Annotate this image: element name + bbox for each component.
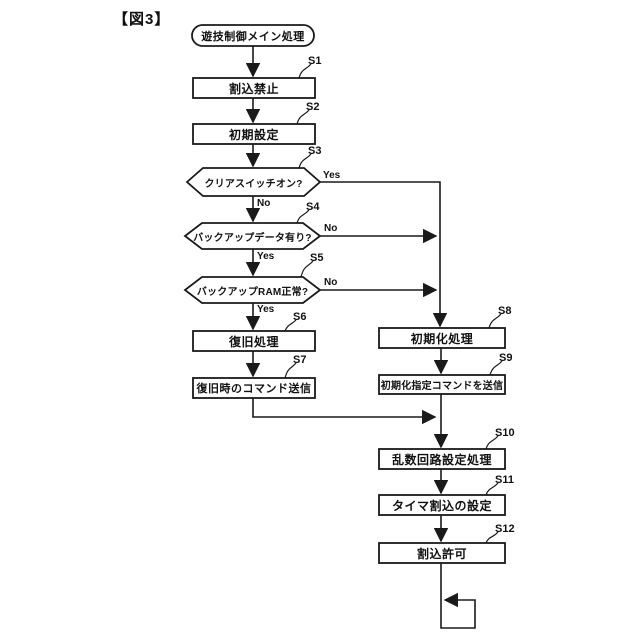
step-s6-id: S6: [293, 311, 307, 323]
step-s7-text: 復旧時のコマンド送信: [196, 383, 312, 395]
process-box-s1: [192, 77, 316, 99]
step-s5-id: S5: [310, 252, 324, 264]
process-box-s12: [378, 542, 506, 564]
terminal-start-label: 遊技制御メイン処理: [201, 30, 305, 43]
branch-s3-yes: Yes: [323, 170, 341, 181]
step-s3-text: クリアスイッチオン?: [204, 178, 303, 190]
process-box-s11: [378, 494, 506, 516]
connector-s3-s8-yes: [320, 181, 448, 328]
leader-s9: [489, 360, 503, 376]
step-s11-text: タイマ割込の設定: [391, 498, 492, 513]
process-box-s2: [192, 123, 316, 145]
step-s7-id: S7: [293, 354, 307, 366]
branch-s3-no: No: [257, 198, 271, 209]
step-s1-id: S1: [308, 55, 322, 67]
connector-main-loop: [440, 563, 476, 629]
branch-s5-yes: Yes: [257, 304, 275, 315]
step-s2-id: S2: [306, 101, 320, 113]
step-s5-text: バックアップRAM正常?: [196, 286, 309, 298]
step-s4-id: S4: [306, 201, 320, 213]
connector-s7-merge: [252, 398, 437, 425]
step-s4-text: バックアップデータ有り?: [193, 232, 312, 244]
leader-s12: [485, 531, 499, 544]
leader-s2: [296, 109, 310, 125]
figure-label: 【図3】: [113, 11, 171, 28]
step-s10-id: S10: [495, 427, 515, 439]
step-s2-text: 初期設定: [228, 127, 279, 142]
leader-s5: [300, 260, 314, 278]
process-box-s6: [192, 330, 316, 352]
branch-s5-no: No: [324, 277, 338, 288]
step-s10-text: 乱数回路設定処理: [391, 452, 492, 467]
process-box-s10: [378, 448, 506, 470]
leader-s3: [298, 153, 312, 169]
branch-s4-no: No: [324, 223, 338, 234]
step-s9-id: S9: [499, 352, 513, 364]
process-box-s8: [378, 327, 506, 349]
process-box-s9: [378, 374, 506, 395]
connector-group: [245, 46, 476, 629]
leader-s10: [485, 435, 499, 450]
decision-hex-s4: [183, 222, 322, 250]
leader-s7: [284, 362, 297, 379]
step-s8-id: S8: [498, 305, 512, 317]
leader-s6: [284, 319, 297, 332]
step-s8-text: 初期化処理: [410, 331, 474, 346]
terminal-start-shape: [191, 24, 315, 47]
leader-s1: [298, 63, 312, 79]
leader-s8: [488, 313, 502, 329]
step-s9-text: 初期化指定コマンドを送信: [380, 381, 504, 392]
step-s6-text: 復旧処理: [228, 334, 279, 349]
decision-hex-s3: [185, 167, 322, 197]
branch-s4-yes: Yes: [257, 251, 275, 262]
leader-s11: [485, 482, 499, 496]
node-shape-group: [183, 24, 506, 564]
leader-s4: [296, 209, 310, 224]
step-leader-group: [284, 63, 503, 544]
process-box-s7: [192, 377, 316, 399]
step-s12-id: S12: [495, 523, 515, 535]
step-s1-text: 割込禁止: [228, 81, 279, 96]
step-s3-id: S3: [308, 145, 322, 157]
step-s11-id: S11: [495, 474, 514, 486]
decision-hex-s5: [183, 276, 322, 304]
step-s12-text: 割込許可: [416, 546, 467, 561]
